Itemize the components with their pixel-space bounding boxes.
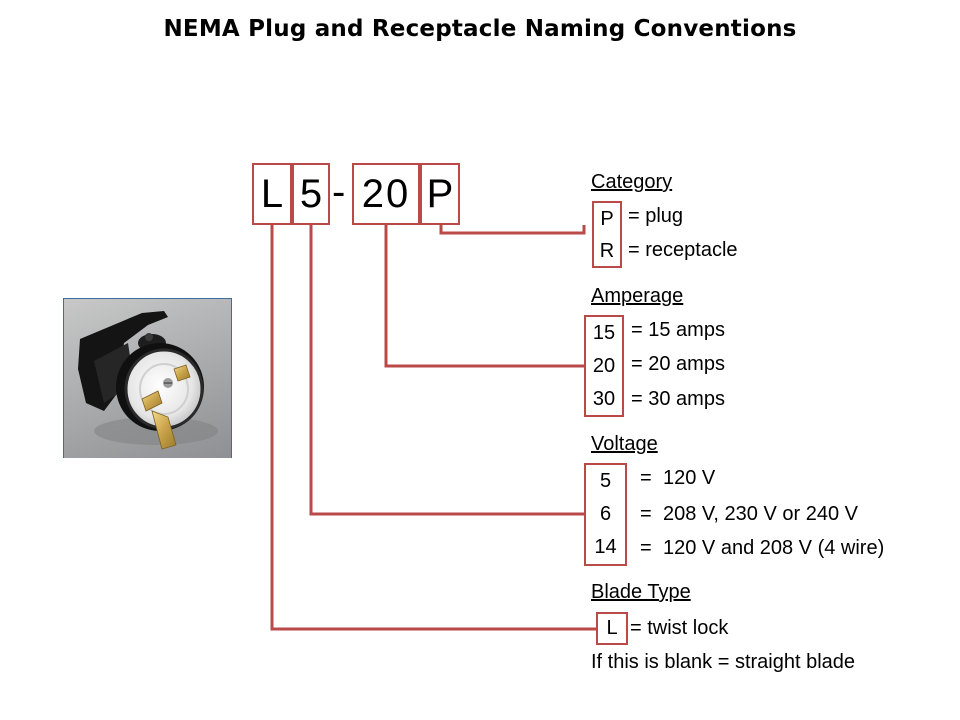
blade-heading: Blade Type — [591, 581, 691, 603]
connector-amperage — [384, 225, 584, 368]
connector-blade — [270, 225, 596, 631]
blade-key-box: L — [596, 612, 628, 645]
voltage-heading: Voltage — [591, 433, 658, 455]
blade-desc-twist: = twist lock — [630, 617, 729, 639]
code-letter-voltage: 5 — [292, 163, 330, 225]
amperage-key-20: 20 — [592, 355, 616, 377]
category-desc-receptacle: = receptacle — [628, 239, 738, 261]
amperage-key-30: 30 — [592, 388, 616, 410]
code-digit-1: 2 — [361, 172, 386, 216]
code-letter-blade: L — [252, 163, 292, 225]
code-digit-2: 0 — [386, 172, 411, 216]
voltage-eq-14: = — [640, 537, 652, 559]
voltage-desc-5: 120 V — [663, 467, 716, 489]
connector-category — [439, 225, 586, 235]
plug-illustration — [78, 311, 218, 450]
code-letter-category: P — [420, 163, 460, 225]
code-dash: - — [332, 170, 346, 214]
code-amperage: 20 — [352, 163, 420, 225]
plug-photo-icon — [63, 298, 232, 458]
amperage-heading: Amperage — [591, 285, 684, 307]
category-key-box: P R — [592, 201, 622, 268]
voltage-desc-14: 120 V and 208 V (4 wire) — [663, 537, 885, 559]
category-key-r: R — [599, 240, 615, 262]
blade-key-l: L — [606, 617, 618, 639]
category-desc-plug: = plug — [628, 205, 684, 227]
amperage-key-15: 15 — [592, 322, 616, 344]
amperage-desc-20: = 20 amps — [631, 353, 725, 375]
connector-voltage — [309, 225, 584, 516]
voltage-eq-5: = — [640, 467, 652, 489]
voltage-key-14: 14 — [594, 536, 617, 558]
voltage-key-box: 5 6 14 — [584, 463, 627, 566]
voltage-eq-6: = — [640, 503, 652, 525]
amperage-desc-15: = 15 amps — [631, 319, 725, 341]
voltage-desc-6: 208 V, 230 V or 240 V — [663, 503, 858, 525]
voltage-key-5: 5 — [599, 470, 612, 492]
category-heading: Category — [591, 171, 673, 193]
page-title: NEMA Plug and Receptacle Naming Conventi… — [163, 16, 797, 42]
amperage-desc-30: = 30 amps — [631, 388, 725, 410]
category-key-p: P — [600, 208, 614, 230]
blade-note: If this is blank = straight blade — [591, 651, 856, 673]
voltage-key-6: 6 — [599, 503, 612, 525]
amperage-key-box: 15 20 30 — [584, 315, 624, 417]
